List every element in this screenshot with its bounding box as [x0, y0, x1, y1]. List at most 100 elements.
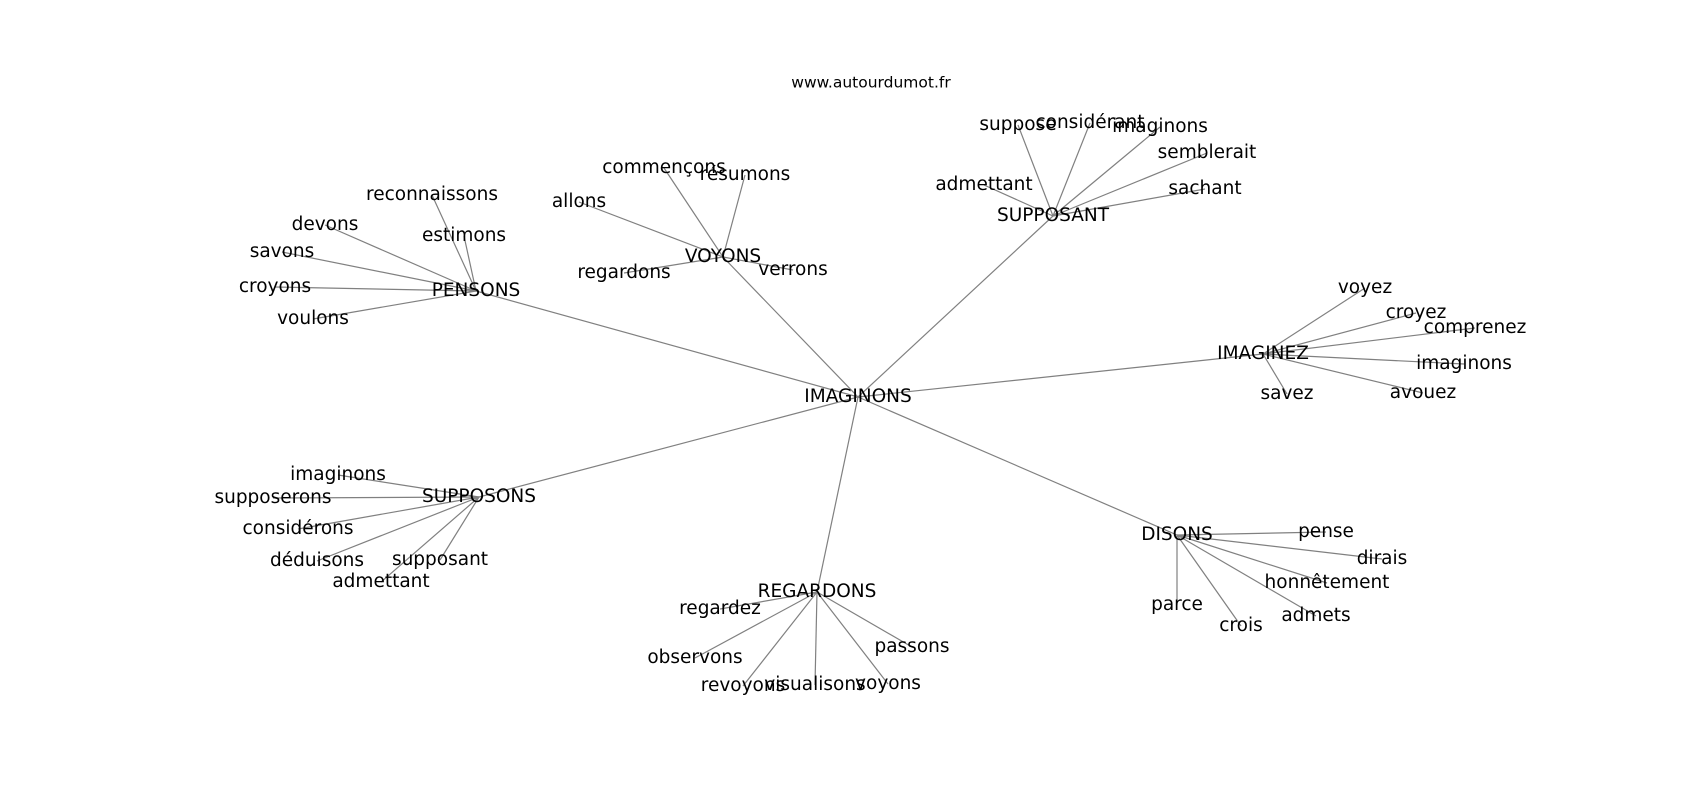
- edge-supposant-5: [1052, 188, 1206, 217]
- node-supposons-child-3: déduisons: [270, 550, 364, 571]
- edge-regardons-1: [694, 591, 818, 659]
- node-supposant: SUPPOSANT: [997, 205, 1110, 226]
- node-supposons: SUPPOSONS: [422, 486, 536, 507]
- edge-supposons-4: [439, 496, 480, 561]
- edge-supposons-0: [337, 474, 480, 498]
- edge-center-voyons: [722, 256, 859, 398]
- node-disons-child-1: dirais: [1357, 548, 1408, 569]
- node-regardons-child-2: revoyons: [701, 675, 785, 696]
- node-imaginez-child-2: comprenez: [1424, 317, 1527, 338]
- node-supposant-child-3: semblerait: [1158, 142, 1257, 163]
- edge-pensons-5: [312, 290, 477, 320]
- edge-pensons-2: [463, 235, 477, 292]
- edge-supposons-1: [272, 496, 480, 499]
- edge-pensons-1: [324, 224, 477, 292]
- edge-disons-4: [1176, 534, 1242, 627]
- node-supposant-child-2: imaginons: [1112, 116, 1208, 137]
- node-disons-child-0: pense: [1298, 521, 1354, 542]
- node-pensons-child-3: savons: [250, 241, 315, 262]
- node-disons: DISONS: [1141, 524, 1213, 545]
- edge-center-regardons: [816, 396, 859, 593]
- edge-supposons-3: [316, 496, 480, 562]
- node-voyons: VOYONS: [685, 246, 761, 267]
- site-url: www.autourdumot.fr: [791, 74, 951, 92]
- node-supposant-child-4: admettant: [935, 174, 1032, 195]
- node-center: IMAGINONS: [804, 386, 912, 407]
- node-regardons: REGARDONS: [758, 581, 877, 602]
- edge-imaginez-3: [1262, 353, 1465, 365]
- node-supposons-child-4: supposant: [392, 549, 488, 570]
- edge-center-supposant: [857, 215, 1054, 398]
- node-voyons-child-2: allons: [552, 191, 606, 212]
- edge-supposant-2: [1052, 126, 1161, 217]
- edge-regardons-4: [816, 591, 889, 685]
- edge-supposant-4: [983, 184, 1054, 217]
- edge-voyons-1: [722, 174, 746, 258]
- node-disons-child-3: parce: [1151, 594, 1203, 615]
- node-pensons-child-2: estimons: [422, 225, 506, 246]
- graph-nodes: reconnaissons devons estimons savons croyons…: [214, 112, 1526, 696]
- edge-imaginez-2: [1262, 327, 1476, 355]
- node-pensons-child-4: croyons: [239, 276, 311, 297]
- edge-regardons-5: [816, 591, 913, 648]
- edge-disons-0: [1176, 531, 1327, 536]
- edge-disons-5: [1176, 534, 1317, 617]
- edge-center-pensons: [475, 290, 859, 398]
- edge-regardons-2: [742, 591, 818, 687]
- edge-regardons-0: [719, 591, 818, 610]
- node-regardons-child-3: visualisons: [764, 674, 865, 695]
- node-regardons-child-5: passons: [874, 636, 949, 657]
- graph-edges: [272, 122, 1476, 687]
- edge-pensons-0: [431, 194, 477, 292]
- edge-voyons-3: [623, 256, 724, 274]
- node-imaginez: IMAGINEZ: [1217, 343, 1309, 364]
- node-imaginez-child-3: imaginons: [1416, 353, 1512, 374]
- node-pensons: PENSONS: [432, 280, 521, 301]
- node-supposons-child-5: admettant: [332, 571, 429, 592]
- node-imaginez-child-4: savez: [1260, 383, 1313, 404]
- edge-voyons-4: [722, 256, 794, 271]
- edge-supposant-0: [1017, 124, 1054, 217]
- edge-regardons-3: [814, 591, 818, 686]
- node-imaginez-child-1: croyez: [1386, 302, 1447, 323]
- node-imaginez-child-5: avouez: [1390, 382, 1456, 403]
- node-supposons-child-0: imaginons: [290, 464, 386, 485]
- edge-center-imaginez: [857, 353, 1264, 398]
- edge-imaginez-4: [1262, 353, 1288, 395]
- edge-center-supposons: [478, 396, 859, 498]
- edge-disons-1: [1176, 534, 1383, 560]
- node-voyons-child-0: commençons: [602, 157, 726, 178]
- node-pensons-child-0: reconnaissons: [366, 184, 498, 205]
- edge-supposons-2: [297, 496, 480, 530]
- node-imaginez-child-0: voyez: [1338, 277, 1392, 298]
- node-supposant-child-1: considérant: [1035, 112, 1144, 133]
- node-disons-child-4: crois: [1219, 615, 1262, 636]
- edge-center-disons: [857, 396, 1178, 536]
- edge-voyons-2: [578, 201, 724, 258]
- node-voyons-child-4: verrons: [758, 259, 828, 280]
- node-supposons-child-2: considérons: [243, 518, 354, 539]
- edge-pensons-3: [281, 251, 477, 292]
- node-regardons-child-1: observons: [647, 647, 742, 668]
- edge-imaginez-0: [1262, 287, 1366, 355]
- node-regardons-child-0: regardez: [679, 598, 761, 619]
- node-disons-child-5: admets: [1281, 605, 1350, 626]
- edge-supposant-3: [1052, 152, 1208, 217]
- edge-pensons-4: [274, 286, 477, 292]
- edge-supposant-1: [1052, 122, 1091, 217]
- node-supposons-child-1: supposerons: [214, 487, 331, 508]
- node-voyons-child-1: résumons: [700, 164, 791, 185]
- edge-imaginez-5: [1262, 353, 1424, 394]
- node-pensons-child-5: voulons: [277, 308, 349, 329]
- edge-imaginez-1: [1262, 312, 1417, 355]
- node-pensons-child-1: devons: [292, 214, 359, 235]
- edge-disons-2: [1176, 534, 1328, 584]
- node-regardons-child-4: voyons: [855, 673, 921, 694]
- edge-supposons-5: [380, 496, 480, 583]
- node-disons-child-2: honnêtement: [1265, 572, 1390, 593]
- node-supposant-child-0: suppose: [979, 114, 1056, 135]
- edge-voyons-0: [663, 167, 724, 258]
- node-voyons-child-3: regardons: [577, 262, 670, 283]
- node-supposant-child-5: sachant: [1168, 178, 1241, 199]
